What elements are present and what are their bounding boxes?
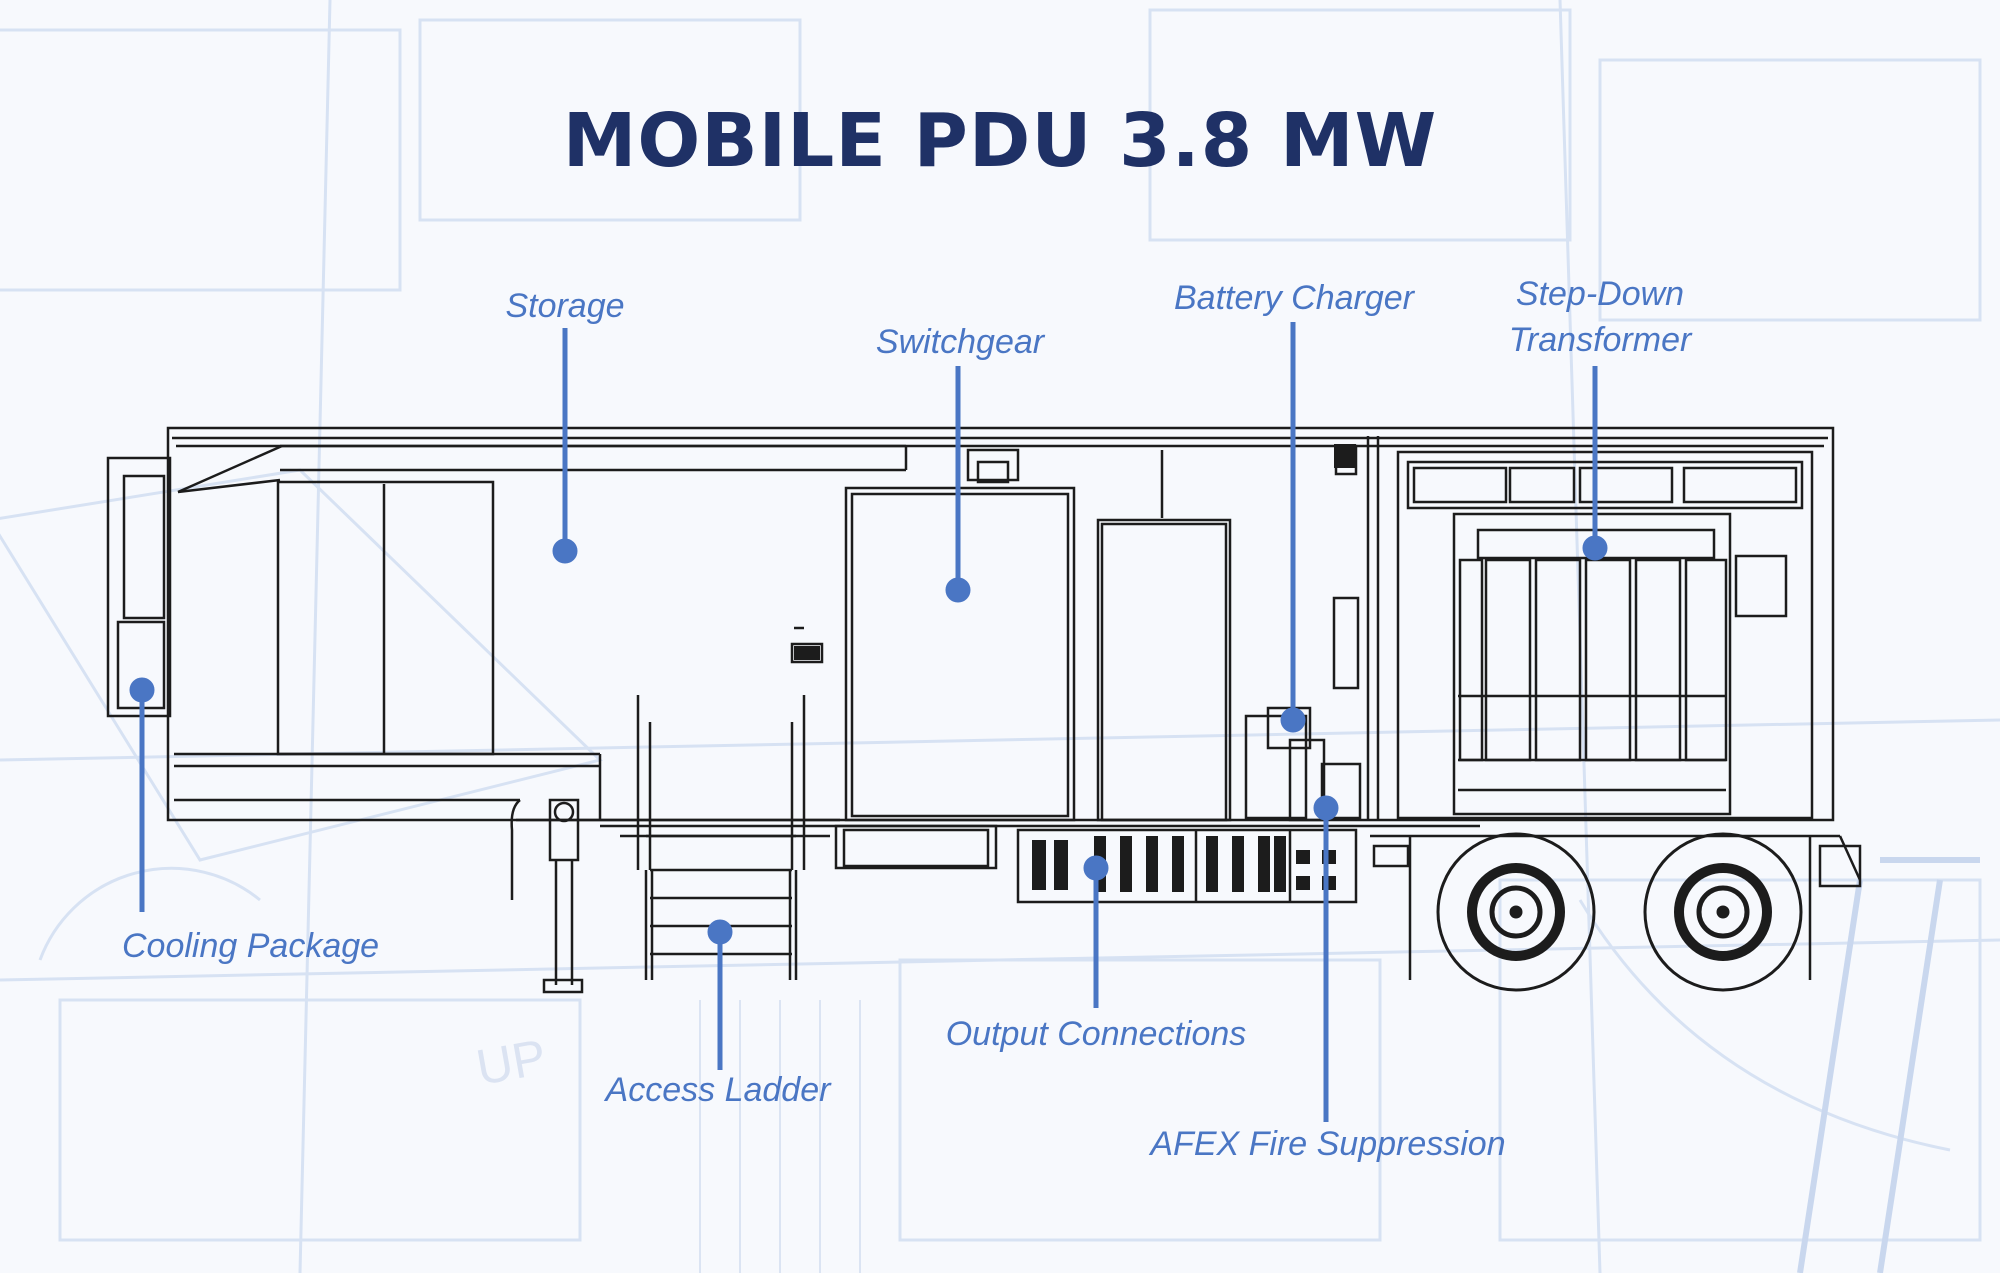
cooling-package-dot xyxy=(129,677,155,703)
step-down-transformer-label-line2: Transformer xyxy=(1508,320,1692,359)
battery-charger-label: Battery Charger xyxy=(1174,279,1414,317)
battery-charger-dot xyxy=(1280,707,1306,733)
blueprint-stair-label: UP xyxy=(472,1029,550,1096)
afex-fire-suppression-dot xyxy=(1313,795,1339,821)
output-connections-label: Output Connections xyxy=(945,1015,1247,1053)
step-down-transformer-dot xyxy=(1582,535,1608,561)
switchgear-dot xyxy=(945,577,971,603)
switchgear-label: Switchgear xyxy=(875,323,1045,361)
cooling-package-label: Cooling Package xyxy=(122,927,380,965)
access-ladder-dot xyxy=(707,919,733,945)
afex-fire-suppression-label: AFEX Fire Suppression xyxy=(1150,1125,1506,1163)
output-connections-dot xyxy=(1083,855,1109,881)
trailer-wheels xyxy=(1436,832,1803,992)
step-down-transformer-label: Step-Down Transformer xyxy=(1509,272,1692,364)
callout-leaders xyxy=(129,322,1608,1122)
step-down-transformer-label-line1: Step-Down xyxy=(1515,275,1685,313)
storage-dot xyxy=(552,538,578,564)
trailer-drawing xyxy=(106,426,1862,994)
output-connector-blocks xyxy=(794,444,1356,892)
storage-label: Storage xyxy=(505,287,625,325)
access-ladder-label: Access Ladder xyxy=(605,1071,831,1109)
page-title: MOBILE PDU 3.8 MW xyxy=(562,98,1438,184)
